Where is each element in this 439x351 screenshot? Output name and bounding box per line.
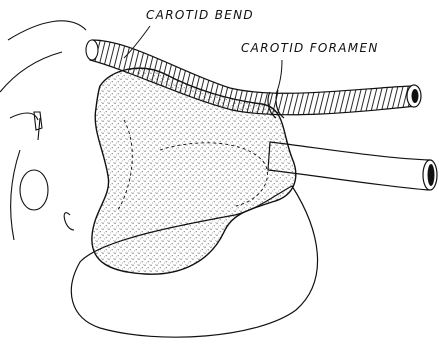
carotid-bend-label: CAROTID BEND [146, 8, 254, 22]
small-process [34, 112, 42, 130]
carotid-foramen-label: CAROTID FORAMEN [241, 41, 379, 55]
left-skull-outline [0, 21, 86, 240]
